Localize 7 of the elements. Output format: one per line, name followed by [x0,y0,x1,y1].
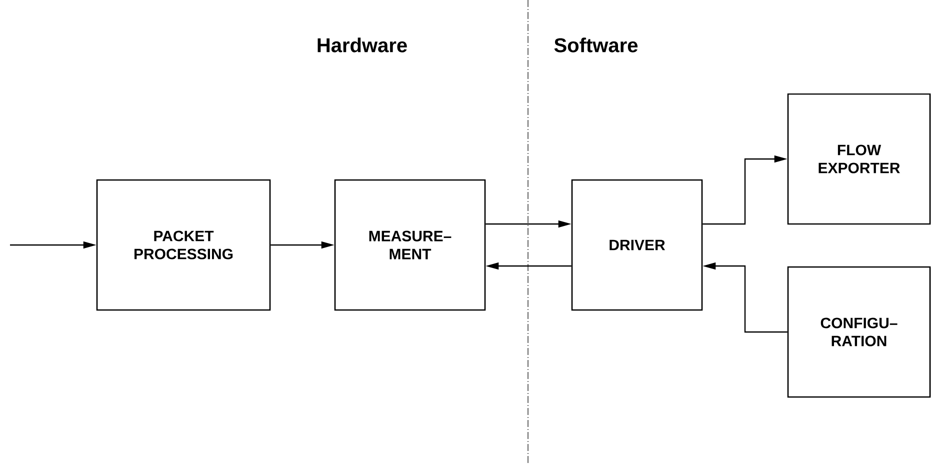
process-box: DRIVER [571,179,703,311]
process-box: CONFIGU– RATION [787,266,931,398]
section-heading: Software [554,38,638,52]
section-heading: Hardware [318,38,407,52]
process-box: PACKET PROCESSING [96,179,271,311]
process-box: FLOW EXPORTER [787,93,931,225]
process-box: MEASURE– MENT [334,179,486,311]
